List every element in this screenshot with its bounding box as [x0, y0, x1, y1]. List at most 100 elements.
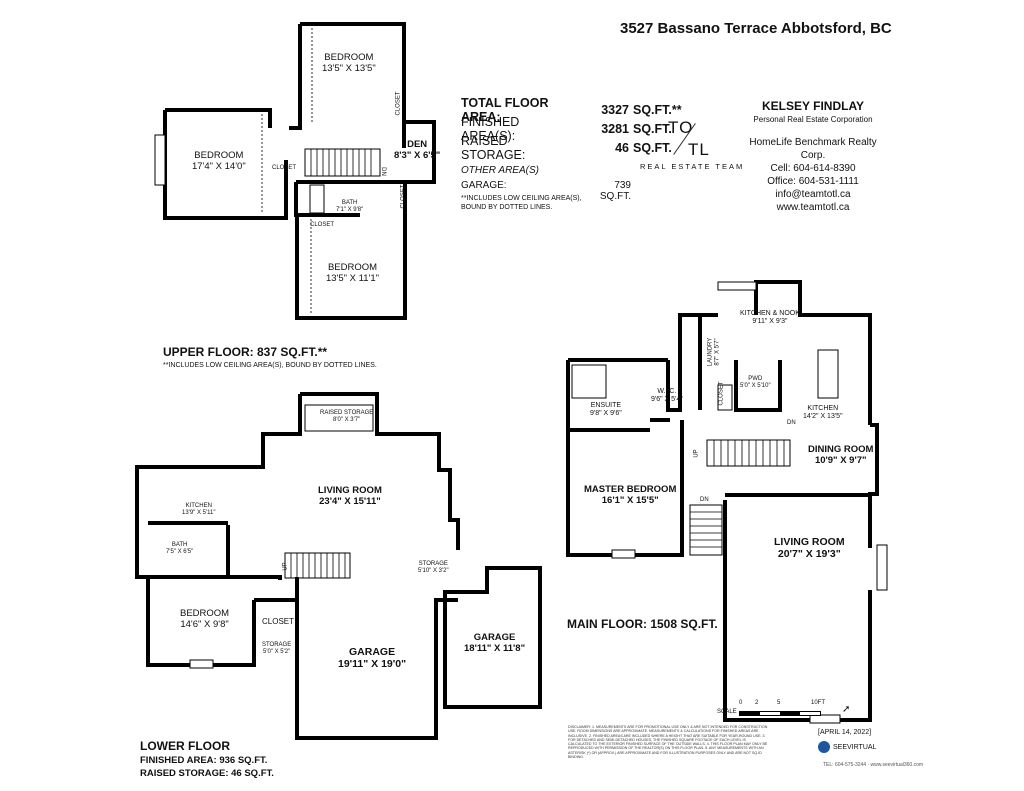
total-area-label: TOTAL FLOOR AREA: [461, 95, 549, 124]
upper-dn: DN [379, 167, 386, 176]
lower-up: UP [282, 562, 289, 571]
lower-garage-2-name: GARAGE [473, 632, 516, 643]
agent-office: Office: 604-531-1111 [767, 176, 859, 187]
upper-bedroom-2-name: BEDROOM [194, 150, 244, 161]
upper-bedroom-1-name: BEDROOM [324, 52, 374, 63]
main-living-dim: 20'7" X 19'3" [777, 548, 841, 560]
upper-floor-note: **INCLUDES LOW CEILING AREA(S), BOUND BY… [163, 362, 377, 369]
raised-storage-row: RAISED STORAGE: 46 SQ.FT. [461, 134, 682, 162]
upper-bath-name: BATH [341, 200, 358, 206]
lower-bath-dim: 7'5" X 6'5" [166, 549, 194, 555]
lower-floor-label: LOWER FLOOR [140, 739, 230, 753]
upper-bedroom-1-dim: 13'5" X 13'5" [322, 63, 376, 74]
upper-den-wall [296, 120, 436, 184]
lower-raised-storage-name: RAISED STORAGE [320, 410, 374, 416]
lower-storage-1-name: STORAGE [418, 561, 448, 567]
lower-garage-2-dim: 18'11" X 11'8" [464, 643, 526, 654]
lower-garage-1-name: GARAGE [349, 646, 396, 658]
lower-garage-2: GARAGE 18'11" X 11'8" [464, 632, 525, 654]
lower-garage-1: GARAGE 19'11" X 19'0" [338, 646, 406, 670]
scale-tick-5: 5 [777, 700, 781, 706]
property-address: 3527 Bassano Terrace Abbotsford, BC [620, 20, 892, 37]
main-laundry: LAUNDRY 8'7" X 5'7" [707, 338, 721, 367]
north-arrow-icon: ➚ [842, 704, 851, 715]
main-kitchen-nook: KITCHEN & NOOK 9'11" X 9'3" [740, 310, 800, 326]
upper-closet-1: CLOSET [272, 165, 297, 171]
main-pwd-dim: 5'0" X 5'10" [740, 383, 771, 389]
main-dn: DN [787, 420, 796, 426]
lower-interior [148, 521, 297, 602]
lower-storage-2: STORAGE 5'0" X 5'2" [262, 642, 291, 656]
upper-bath: BATH 7'1" X 9'8" [336, 200, 363, 214]
upper-stair-treads [310, 149, 372, 176]
main-laundry-dim: 8'7" X 5'7" [714, 338, 721, 366]
main-right-wall [723, 423, 879, 722]
main-living-name: LIVING ROOM [774, 536, 845, 548]
lower-bedroom-name: BEDROOM [180, 608, 230, 619]
team-logo: TO TL REAL ESTATE TEAM [640, 118, 742, 174]
agent-name: KELSEY FINDLAY [761, 99, 865, 113]
area-summary: TOTAL FLOOR AREA: 3327 SQ.FT.** FINISHED… [461, 96, 682, 162]
main-dn-2: DN [700, 497, 709, 503]
upper-closet-3: CLOSET [395, 91, 402, 116]
brand-contact: TEL: 604-575-3244 · www.seevirtual360.co… [823, 762, 924, 768]
agent-email[interactable]: info@teamtotl.ca [775, 189, 851, 200]
finished-area-value: 3281 [601, 121, 629, 136]
upper-tub [309, 184, 325, 214]
finished-area-row: FINISHED AREA(S): 3281 SQ.FT. [461, 115, 682, 143]
scale-bar: SCALE 0 2 5 10FT [717, 700, 827, 720]
main-ensuite-name: ENSUITE [590, 402, 622, 409]
lower-bedroom-dim: 14'6" X 9'8" [180, 619, 229, 630]
main-kitchen-island [817, 349, 839, 399]
logo-tl: TL [688, 140, 710, 159]
raised-storage-value: 46 [615, 140, 629, 155]
garage-area-label: GARAGE: [461, 180, 507, 191]
logo-to: TO [668, 118, 694, 137]
lower-storage-2-dim: 5'0" X 5'2" [263, 649, 291, 655]
upper-bedroom-bottom-wall [295, 182, 407, 320]
main-closet-box [717, 384, 733, 411]
main-dining-room: DINING ROOM 10'9" X 9'7" [808, 444, 873, 466]
main-outer-wall [566, 358, 684, 557]
lower-kitchen: KITCHEN 13'9" X 5'11" [182, 503, 215, 517]
upper-bedroom-1: BEDROOM 13'5" X 13'5" [322, 52, 376, 74]
upper-bedroom-3-name: BEDROOM [327, 262, 378, 273]
main-up: UP [693, 449, 700, 458]
lower-closet: CLOSET [262, 617, 295, 626]
low-ceiling-note: **INCLUDES LOW CEILING AREA(S), BOUND BY… [461, 195, 582, 211]
main-pwd: PWD 5'0" X 5'10" [740, 376, 771, 390]
lower-raised-storage: RAISED STORAGE 8'0" X 3'7" [320, 410, 373, 424]
lower-bedroom: BEDROOM 14'6" X 9'8" [180, 608, 229, 630]
lower-bath-name: BATH [171, 542, 188, 548]
total-area-value: 3327 [601, 102, 629, 117]
main-kitchen-dim: 14'2" X 13'5" [803, 413, 843, 420]
lower-garage-side [443, 566, 542, 709]
brand-name: SEEVIRTUAL [833, 743, 877, 751]
lower-finished-area: FINISHED AREA: 936 SQ.FT. [140, 755, 268, 766]
lower-storage-1-dim: 5'10" X 3'2" [418, 568, 449, 574]
agent-website[interactable]: www.teamtotl.ca [776, 202, 850, 213]
upper-window-1 [154, 134, 166, 186]
main-wic-name: W.I.C. [657, 388, 677, 395]
upper-den-name: DEN [407, 139, 428, 150]
upper-bedroom-3: BEDROOM 13'5" X 11'1" [326, 262, 379, 284]
main-stairs-2 [689, 504, 723, 556]
main-master-dim: 16'1" X 15'5" [601, 495, 659, 506]
main-kitchen-name: KITCHEN [807, 405, 839, 412]
lower-outer-wall [135, 392, 460, 667]
main-ensuite-tub [571, 364, 607, 399]
lower-raised-storage-area: RAISED STORAGE: 46 SQ.FT. [140, 768, 274, 779]
scale-label: SCALE [717, 709, 737, 715]
lower-kitchen-dim: 13'9" X 5'11" [182, 510, 216, 516]
lower-living-name: LIVING ROOM [318, 485, 382, 496]
main-wic-dim: 9'6" X 5'4" [651, 396, 683, 403]
lower-bath: BATH 7'5" X 6'5" [166, 542, 193, 556]
upper-bath-dim: 7'1" X 9'8" [336, 207, 364, 213]
lower-stair-treads [290, 553, 346, 578]
main-window-2 [611, 549, 636, 559]
garage-area-value: 739 SQ.FT. [599, 180, 631, 202]
total-area-row: TOTAL FLOOR AREA: 3327 SQ.FT.** [461, 96, 682, 124]
scale-tick-0: 0 [739, 700, 743, 706]
lower-storage-2-name: STORAGE [262, 642, 292, 648]
